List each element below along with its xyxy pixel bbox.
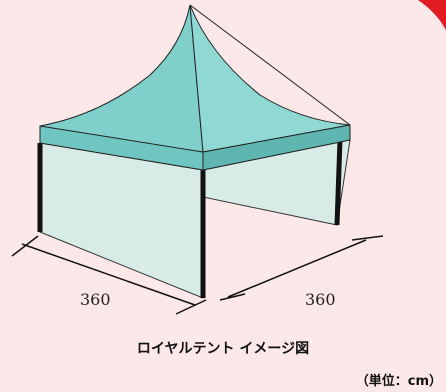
- tent-roof-right: [189, 4, 351, 153]
- dimension-label-width: 360: [80, 290, 111, 309]
- dimension-line-depth: [219, 235, 384, 301]
- unit-note: （単位：cm）: [355, 374, 442, 389]
- corner-accent: [418, 0, 446, 30]
- diagram-caption: ロイヤルテント イメージ図: [136, 341, 310, 357]
- tent-valance-right: [202, 124, 351, 171]
- dimension-label-depth: 360: [305, 290, 336, 309]
- tent-roof-ridge-back: [189, 4, 351, 126]
- dimension-line-width: [11, 235, 207, 315]
- tent-leg-back-right: [334, 139, 343, 226]
